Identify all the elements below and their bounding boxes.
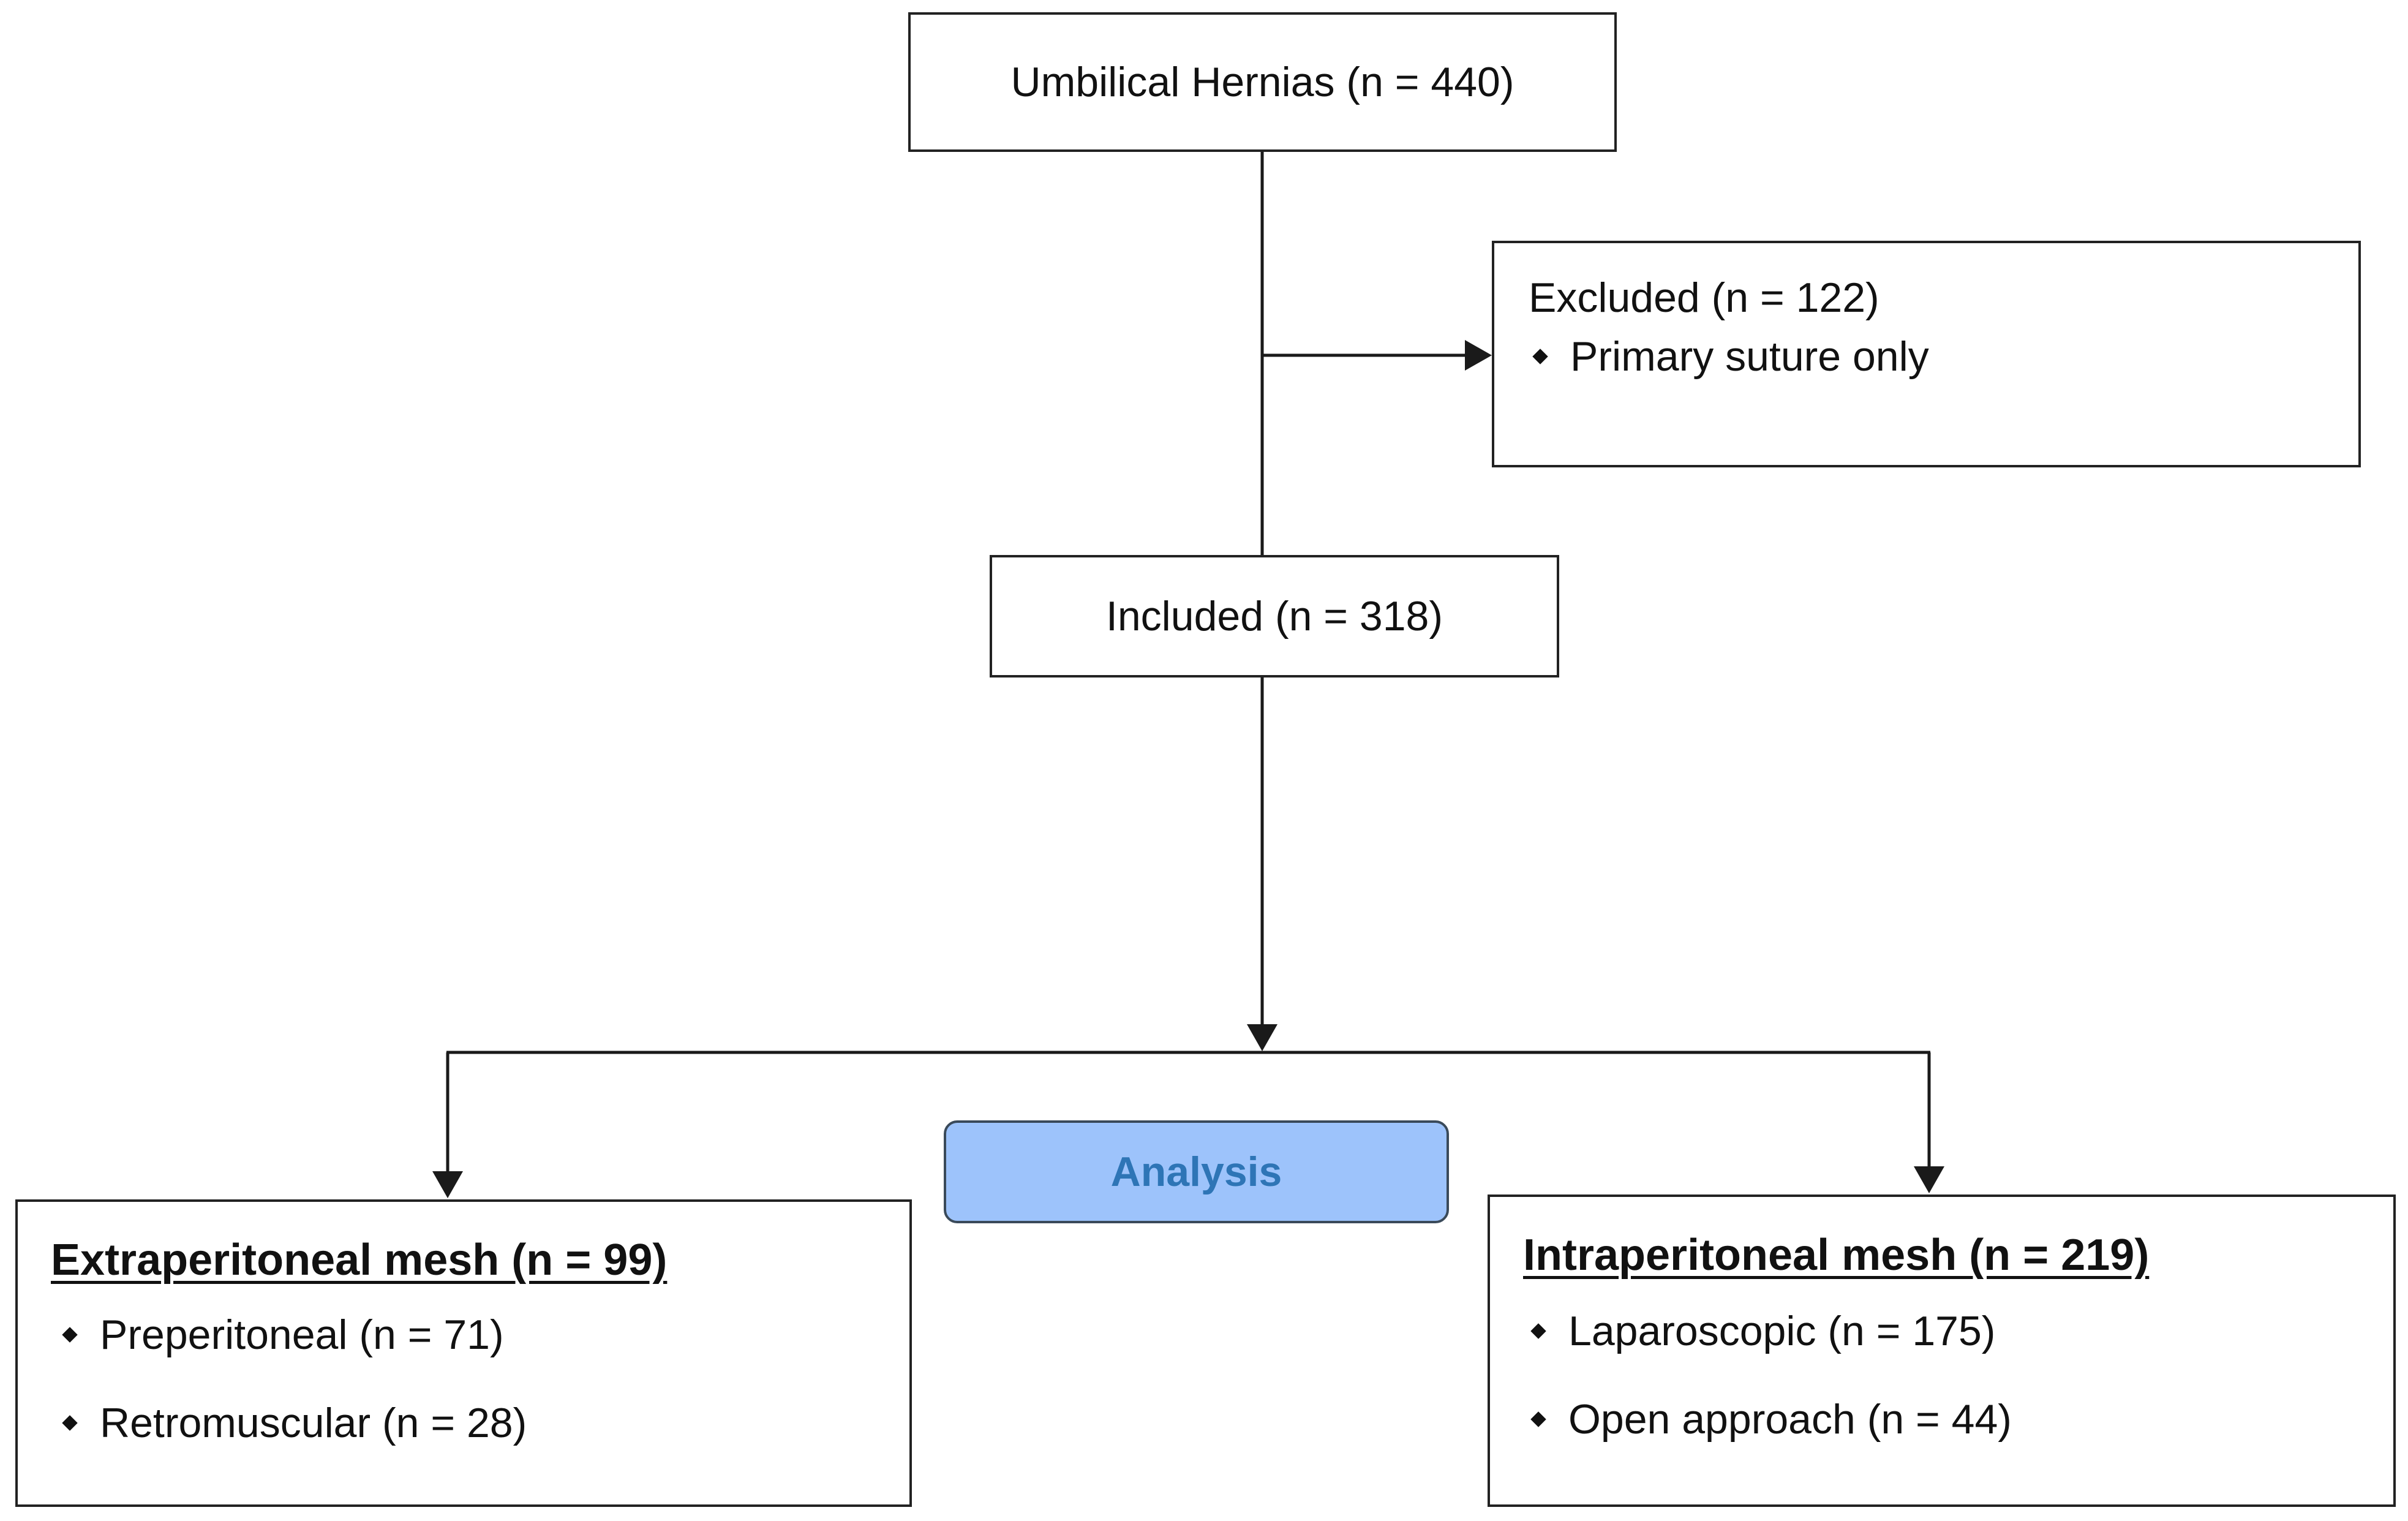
excluded-title: Excluded (n = 122) [1529,274,1879,321]
extraperitoneal-item-label: Retromuscular (n = 28) [100,1400,527,1446]
included-label: Included (n = 318) [1105,593,1443,640]
diamond-bullet-icon [1532,349,1548,364]
arrowhead-intraperitoneal-icon [1914,1166,1944,1193]
analysis-label: Analysis [1110,1149,1282,1195]
analysis-badge: Analysis [944,1120,1449,1223]
diamond-bullet-icon [62,1327,78,1343]
arrowhead-excluded-icon [1465,340,1492,371]
excluded-item-label: Primary suture only [1570,333,1929,380]
intraperitoneal-item-label: Laparoscopic (n = 175) [1568,1308,1996,1354]
intraperitoneal-list-item: Open approach (n = 44) [1530,1395,2012,1443]
excluded-box: Excluded (n = 122) Primary suture only [1492,241,2361,467]
arrowhead-split-icon [1247,1024,1277,1051]
extraperitoneal-list-item: Preperitoneal (n = 71) [62,1311,504,1359]
extraperitoneal-list-item: Retromuscular (n = 28) [62,1399,527,1447]
total-hernias-box: Umbilical Hernias (n = 440) [908,12,1617,152]
total-hernias-label: Umbilical Hernias (n = 440) [1010,59,1514,105]
extraperitoneal-title: Extraperitoneal mesh (n = 99) [51,1236,668,1285]
intraperitoneal-list-item: Laparoscopic (n = 175) [1530,1307,1996,1355]
extraperitoneal-item-label: Preperitoneal (n = 71) [100,1312,504,1358]
diamond-bullet-icon [62,1415,78,1431]
intraperitoneal-item-label: Open approach (n = 44) [1568,1396,2012,1443]
diamond-bullet-icon [1530,1411,1546,1427]
diamond-bullet-icon [1530,1323,1546,1339]
intraperitoneal-box: Intraperitoneal mesh (n = 219) Laparosco… [1488,1195,2396,1507]
arrowhead-extraperitoneal-icon [432,1171,463,1198]
included-box: Included (n = 318) [990,555,1559,677]
extraperitoneal-box: Extraperitoneal mesh (n = 99) Preperiton… [15,1199,912,1507]
excluded-list-item: Primary suture only [1532,333,1929,380]
intraperitoneal-title: Intraperitoneal mesh (n = 219) [1523,1231,2150,1280]
